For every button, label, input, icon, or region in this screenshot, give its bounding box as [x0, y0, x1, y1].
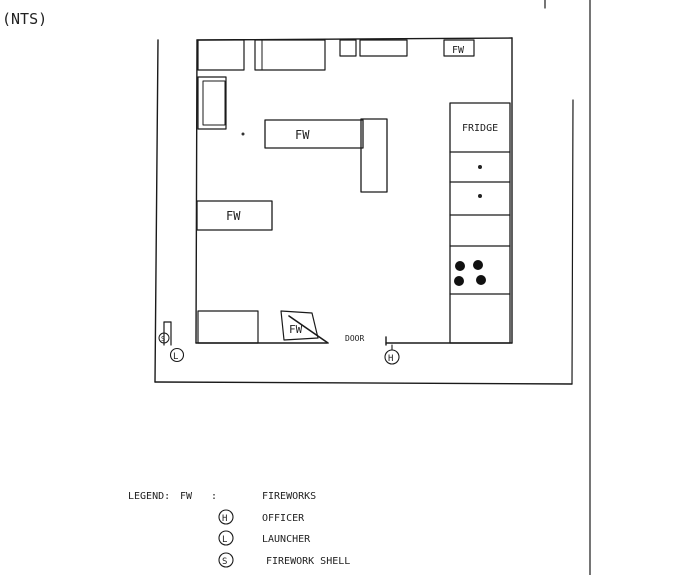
legend-launcher-icon: [218, 530, 234, 546]
fw-box-center: [264, 119, 364, 149]
room-walls: [195, 37, 513, 346]
stove-burners: [454, 260, 486, 286]
scale-note: (NTS): [2, 10, 47, 28]
kitchen-island: [360, 118, 388, 193]
legend-launcher-symbol: L: [222, 535, 227, 545]
drawer-knob: [478, 194, 482, 198]
legend-officer-symbol: H: [222, 514, 227, 524]
legend-shell-icon: [218, 552, 234, 568]
legend-title: LEGEND:: [128, 491, 170, 502]
legend-shell-symbol: S: [222, 557, 227, 567]
legend-officer-icon: [218, 509, 234, 525]
officer-marker: [384, 349, 400, 365]
right-counter: [449, 102, 511, 344]
legend-separator: :: [211, 491, 217, 502]
left-cabinet: [197, 76, 227, 130]
legend-key: FW: [180, 491, 193, 502]
outer-wall: [154, 39, 574, 385]
legend: LEGEND: FW : FIREWORKS H OFFICER L LAUNC…: [128, 491, 350, 568]
firework-shell-marker: [158, 321, 172, 346]
fw-label-left: FW: [226, 209, 241, 223]
shell-symbol: S: [161, 335, 165, 343]
door-swing: [288, 315, 329, 344]
fw-label-center: FW: [295, 128, 310, 142]
legend-shell-desc: FIREWORK SHELL: [266, 556, 350, 567]
fridge-label: FRIDGE: [462, 123, 498, 134]
officer-symbol: H: [388, 354, 393, 364]
top-cabinets: [197, 39, 475, 71]
drawer-knob: [478, 165, 482, 169]
legend-fw-desc: FIREWORKS: [262, 491, 316, 502]
fw-label-door: FW: [289, 323, 303, 336]
launcher-marker: [169, 347, 185, 363]
fw-box-left: [196, 200, 273, 231]
dot-mark: [241, 132, 245, 136]
legend-launcher-desc: LAUNCHER: [262, 534, 311, 545]
fw-box-door: [280, 310, 319, 341]
fw-label-top: FW: [452, 45, 465, 56]
launcher-symbol: L: [173, 352, 178, 362]
bottom-cabinet: [197, 310, 259, 344]
door-label: DOOR: [345, 334, 364, 343]
legend-officer-desc: OFFICER: [262, 513, 305, 524]
